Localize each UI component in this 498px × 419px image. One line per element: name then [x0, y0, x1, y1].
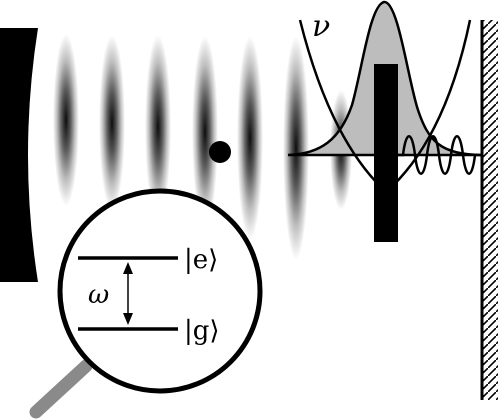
arrow-head-up	[123, 262, 133, 274]
atom	[209, 141, 231, 163]
wave-lobe	[237, 36, 263, 240]
spring	[395, 135, 482, 175]
ground-state-label: |g⟩	[184, 316, 220, 346]
wave-lobe	[192, 36, 218, 228]
left-cavity-mirror	[0, 28, 38, 282]
frequency-label: ν	[312, 9, 330, 44]
magnifier-handle	[29, 359, 93, 419]
magnifier-lens	[60, 191, 260, 391]
wall-hatching	[482, 20, 498, 400]
movable-mirror	[374, 64, 398, 242]
transition-frequency-label: ω	[88, 280, 109, 310]
magnifier-rim	[57, 188, 263, 394]
wave-lobe	[145, 35, 171, 219]
magnifier-icon: |e⟩ |g⟩ ω	[29, 188, 263, 419]
arrow-head-down	[123, 313, 133, 325]
wave-lobe	[99, 35, 125, 211]
wave-lobe	[283, 36, 309, 260]
wave-lobe	[53, 34, 79, 206]
excited-state-label: |e⟩	[184, 245, 218, 275]
